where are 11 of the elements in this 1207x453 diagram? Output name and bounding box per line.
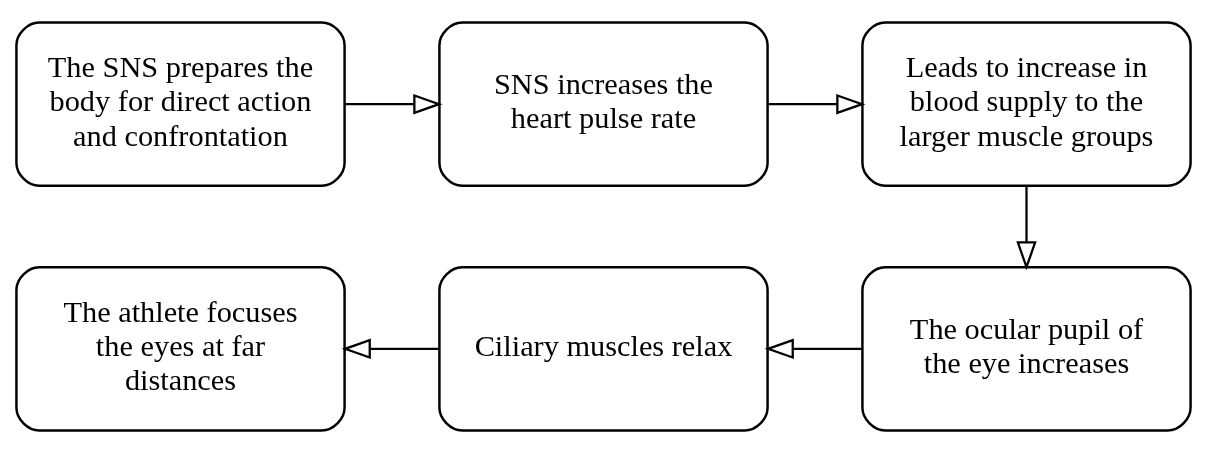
arrow [341,338,439,360]
arrow [1016,186,1037,271]
arrow [764,338,862,360]
arrow [345,93,443,115]
node-box: The ocular pupil of the eye increases [861,266,1192,432]
node-box: The SNS prepares the body for direct action and confrontation [15,21,346,187]
arrow [768,93,866,115]
node-box: Ciliary muscles relax [438,266,769,432]
node-box: The athlete focuses the eyes at far distances [15,266,346,432]
node-box: Leads to increase in blood supply to the larger muscle groups [861,21,1192,187]
node-box: SNS increases the heart pulse rate [438,21,769,187]
